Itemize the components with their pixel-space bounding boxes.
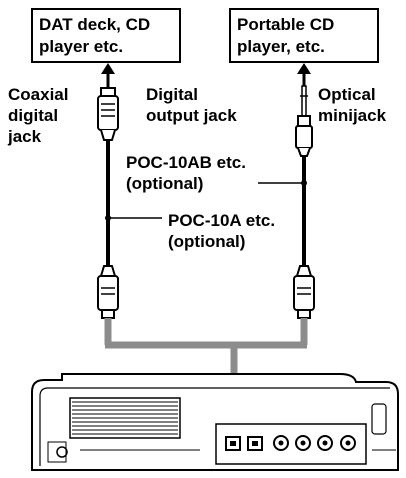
dat-cd-player-box: DAT deck, CD player etc. xyxy=(31,8,181,63)
portable-cd-player-box: Portable CD player, etc. xyxy=(229,8,379,63)
dat-cd-player-label: DAT deck, CD player etc. xyxy=(39,15,151,56)
optical-minijack-label: Optical minijack xyxy=(318,85,387,125)
poc-10ab-label: POC-10AB etc. (optional) xyxy=(126,153,246,193)
coaxial-plug-bottom xyxy=(97,265,119,319)
optical-minijack-plug xyxy=(295,85,313,157)
coaxial-plug-top xyxy=(97,87,119,141)
coaxial-digital-jack-label: Coaxial digital jack xyxy=(8,85,69,146)
right-arrow xyxy=(297,63,311,88)
left-arrow xyxy=(101,63,115,88)
portable-cd-player-label: Portable CD player, etc. xyxy=(237,15,335,56)
digital-output-jack-label: Digital output jack xyxy=(146,85,237,125)
cd-player-device xyxy=(31,373,399,471)
poc-10a-label: POC-10A etc. (optional) xyxy=(168,211,276,251)
optical-plug-bottom xyxy=(293,265,315,319)
